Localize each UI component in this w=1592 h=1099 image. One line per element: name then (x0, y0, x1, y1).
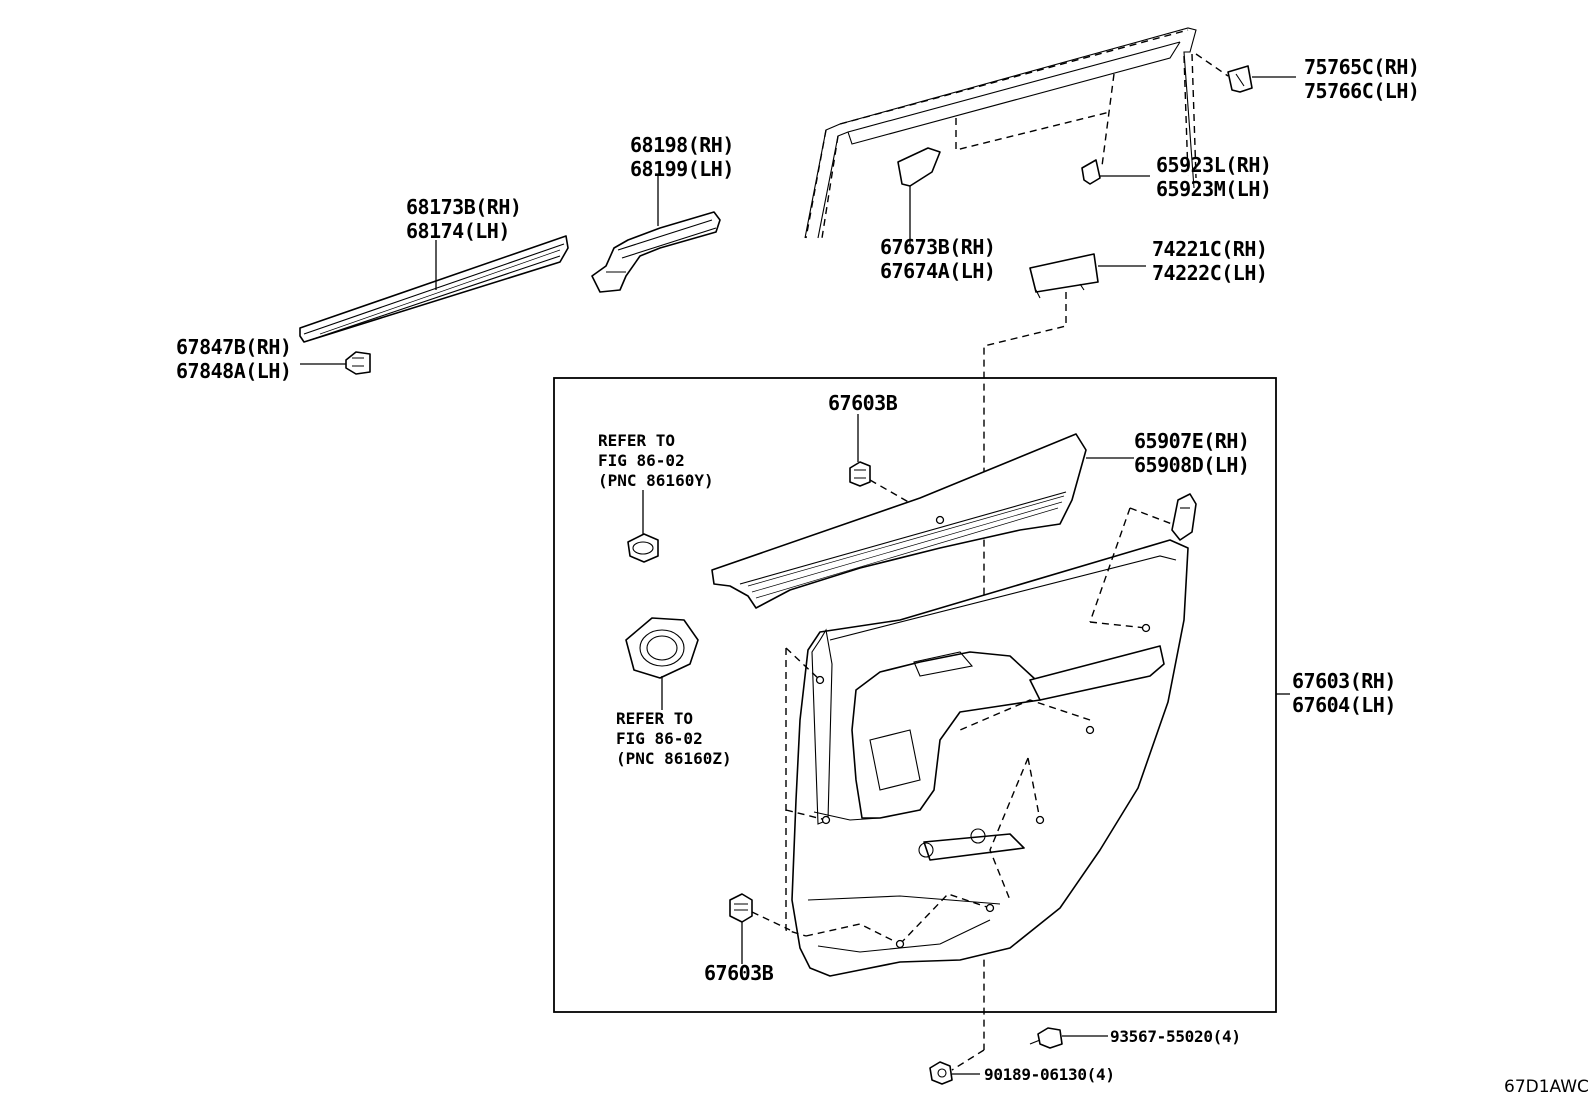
svg-text:68174(LH): 68174(LH) (406, 219, 510, 243)
svg-text:67673B(RH): 67673B(RH) (880, 235, 995, 259)
label-65923: 65923L(RH) 65923M(LH) (1156, 153, 1272, 201)
part-67673-pad[interactable] (897, 147, 941, 244)
svg-text:90189-06130(4): 90189-06130(4) (984, 1065, 1115, 1084)
part-75765-clip[interactable] (1195, 53, 1296, 93)
panel-clip-upper-right (1171, 493, 1197, 541)
svg-text:65923L(RH): 65923L(RH) (1156, 153, 1271, 177)
svg-text:75765C(RH): 75765C(RH) (1304, 55, 1419, 79)
panel-clip-dashes (785, 507, 1173, 949)
note-refer-speaker: REFER TO FIG 86-02 (PNC 86160Z) (616, 709, 732, 768)
label-65907: 65907E(RH) 65908D(LH) (1134, 429, 1250, 477)
svg-text:74222C(LH): 74222C(LH) (1152, 261, 1267, 285)
svg-text:67847B(RH): 67847B(RH) (176, 335, 291, 359)
label-67603b-bottom: 67603B (704, 961, 774, 985)
part-65907-armrest-trim[interactable] (711, 433, 1134, 609)
svg-text:67848A(LH): 67848A(LH) (176, 359, 291, 383)
svg-text:67603B: 67603B (828, 391, 898, 415)
part-93567-screw[interactable] (1029, 1027, 1108, 1049)
label-68173: 68173B(RH) 68174(LH) (406, 195, 522, 243)
door-frame-outline (804, 27, 1197, 239)
part-68198-bracket[interactable] (591, 176, 721, 293)
svg-text:74221C(RH): 74221C(RH) (1152, 237, 1267, 261)
label-67847: 67847B(RH) 67848A(LH) (176, 335, 292, 383)
svg-text:68199(LH): 68199(LH) (630, 157, 734, 181)
part-67603-door-trim-panel[interactable] (791, 539, 1189, 977)
svg-text:65908D(LH): 65908D(LH) (1134, 453, 1249, 477)
illustration-code: 67D1AWC (1504, 1077, 1589, 1097)
part-67603b-bottom-clip[interactable] (729, 893, 791, 964)
label-67603: 67603(RH) 67604(LH) (1292, 669, 1396, 717)
part-67603b-top-clip[interactable] (849, 414, 941, 521)
svg-text:67604(LH): 67604(LH) (1292, 693, 1396, 717)
svg-text:FIG 86-02: FIG 86-02 (616, 729, 703, 748)
part-68173-belt-moulding[interactable] (299, 235, 569, 343)
svg-text:67603B: 67603B (704, 961, 774, 985)
svg-text:REFER TO: REFER TO (598, 431, 675, 450)
assembly-box (553, 377, 1277, 1013)
part-67847-clip[interactable] (300, 351, 371, 375)
svg-text:REFER TO: REFER TO (616, 709, 693, 728)
label-75765: 75765C(RH) 75766C(LH) (1304, 55, 1420, 103)
svg-text:67674A(LH): 67674A(LH) (880, 259, 995, 283)
svg-text:(PNC 86160Z): (PNC 86160Z) (616, 749, 732, 768)
svg-text:65923M(LH): 65923M(LH) (1156, 177, 1271, 201)
tweeter-part[interactable] (627, 490, 659, 563)
note-refer-tweeter: REFER TO FIG 86-02 (PNC 86160Y) (598, 431, 714, 490)
label-90189: 90189-06130(4) (984, 1065, 1115, 1084)
svg-text:65907E(RH): 65907E(RH) (1134, 429, 1249, 453)
label-67603b-top: 67603B (828, 391, 898, 415)
label-67673: 67673B(RH) 67674A(LH) (880, 235, 996, 283)
svg-text:68198(RH): 68198(RH) (630, 133, 734, 157)
label-93567: 93567-55020(4) (1110, 1027, 1241, 1046)
speaker-part[interactable] (625, 617, 699, 710)
svg-text:68173B(RH): 68173B(RH) (406, 195, 521, 219)
label-74221: 74221C(RH) 74222C(LH) (1152, 237, 1268, 285)
part-65923-clip[interactable] (1081, 159, 1150, 185)
svg-text:67603(RH): 67603(RH) (1292, 669, 1396, 693)
svg-text:93567-55020(4): 93567-55020(4) (1110, 1027, 1241, 1046)
svg-text:FIG 86-02: FIG 86-02 (598, 451, 685, 470)
svg-text:(PNC 86160Y): (PNC 86160Y) (598, 471, 714, 490)
part-90189-nut[interactable] (929, 1049, 985, 1085)
label-68198: 68198(RH) 68199(LH) (630, 133, 734, 181)
svg-text:75766C(LH): 75766C(LH) (1304, 79, 1419, 103)
